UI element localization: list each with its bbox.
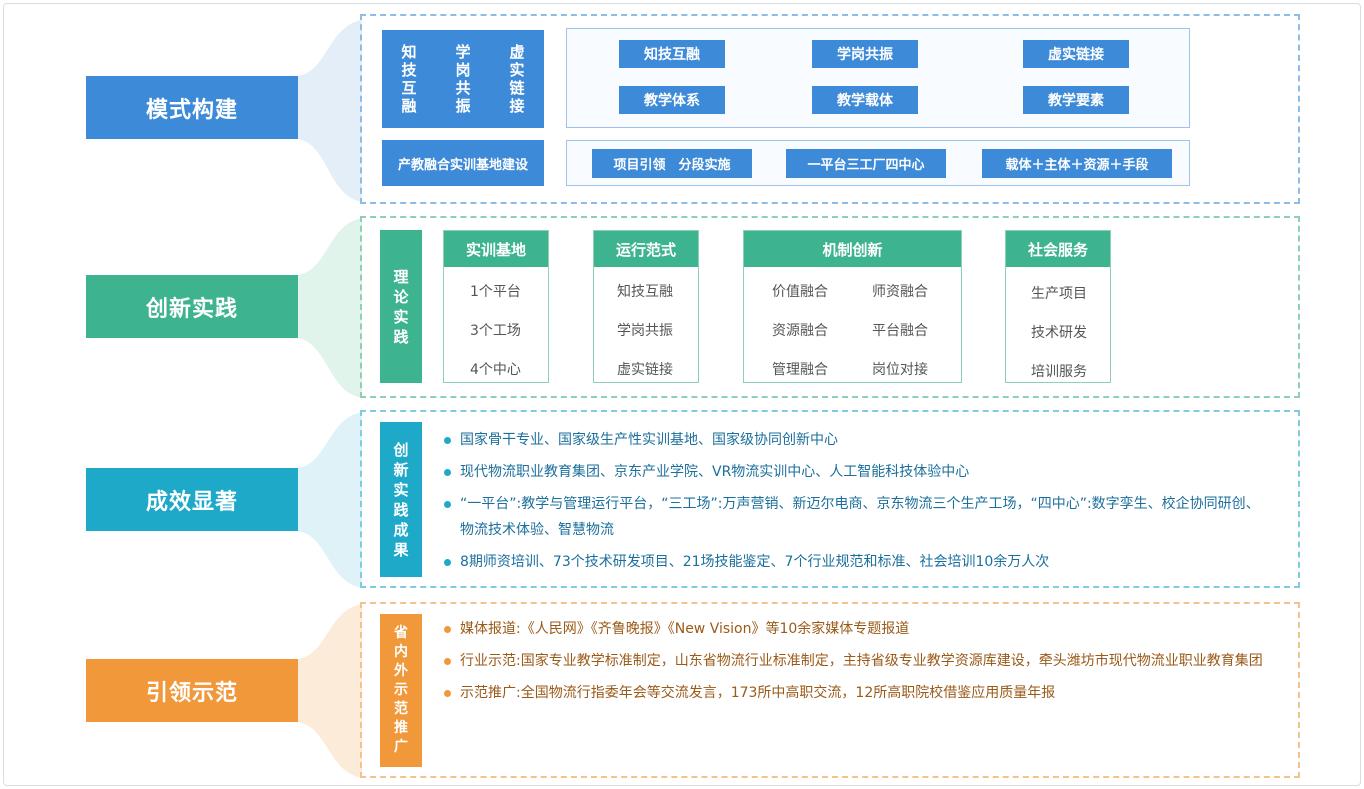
row-label-lead: 引领示范 xyxy=(86,659,298,722)
model-pill: 教学要素 xyxy=(1023,86,1129,114)
model-base-pill: 一平台三工厂四中心 xyxy=(786,149,946,178)
results-side-label: 创新实践成果 xyxy=(380,422,422,577)
connector-lead xyxy=(298,604,362,778)
model-vertical-col: 学岗共振 xyxy=(455,43,471,115)
section-results xyxy=(360,410,1300,588)
card-item: 培训服务 xyxy=(1031,364,1087,380)
model-base-pill: 载体＋主体＋资源＋手段 xyxy=(982,149,1172,178)
card-title: 机制创新 xyxy=(744,231,961,267)
card-operation-mode: 运行范式 知技互融 学岗共振 虚实链接 xyxy=(593,230,699,383)
results-bullet: “一平台”:教学与管理运行平台，“三工场”:万声营销、新迈尔电商、京东物流三个生… xyxy=(442,491,1262,543)
lead-bullet: 媒体报道:《人民网》《齐鲁晚报》《New Vision》等10余家媒体专题报道 xyxy=(442,616,1272,642)
lead-bullet: 示范推广:全国物流行指委年会等交流发言，173所中高职交流，12所高职院校借鉴应… xyxy=(442,680,1272,706)
card-item: 4个中心 xyxy=(470,362,521,378)
connector-model xyxy=(298,20,362,202)
lead-bullet-list: 媒体报道:《人民网》《齐鲁晚报》《New Vision》等10余家媒体专题报道 … xyxy=(442,616,1272,706)
practice-side-label: 理论实践 xyxy=(380,230,422,383)
card-item: 资源融合 xyxy=(772,323,828,339)
card-item: 学岗共振 xyxy=(617,323,673,339)
card-item: 技术研发 xyxy=(1031,325,1087,341)
section-practice xyxy=(360,216,1300,398)
card-item: 生产项目 xyxy=(1031,286,1087,302)
results-bullet: 8期师资培训、73个技术研发项目、21场技能鉴定、7个行业规范和标准、社会培训1… xyxy=(442,549,1262,575)
connector-results xyxy=(298,412,362,588)
results-bullet: 现代物流职业教育集团、京东产业学院、VR物流实训中心、人工智能科技体验中心 xyxy=(442,459,1262,485)
results-bullet-list: 国家骨干专业、国家级生产性实训基地、国家级协同创新中心 现代物流职业教育集团、京… xyxy=(442,427,1262,575)
card-item: 管理融合 xyxy=(772,362,828,378)
card-item: 岗位对接 xyxy=(872,362,928,378)
card-item: 价值融合 xyxy=(772,284,828,300)
results-bullet: 国家骨干专业、国家级生产性实训基地、国家级协同创新中心 xyxy=(442,427,1262,453)
card-training-base: 实训基地 1个平台 3个工场 4个中心 xyxy=(443,230,549,383)
section-lead xyxy=(360,602,1300,778)
model-pill: 学岗共振 xyxy=(812,40,918,68)
card-item: 3个工场 xyxy=(470,323,521,339)
row-label-model: 模式构建 xyxy=(86,76,298,139)
row-label-results: 成效显著 xyxy=(86,468,298,531)
model-pill: 知技互融 xyxy=(619,40,725,68)
card-item: 虚实链接 xyxy=(617,362,673,378)
model-base-label: 产教融合实训基地建设 xyxy=(382,140,544,186)
card-title: 运行范式 xyxy=(594,231,698,267)
lead-side-label: 省内外示范推广 xyxy=(380,614,422,767)
model-pill: 教学体系 xyxy=(619,86,725,114)
row-label-practice: 创新实践 xyxy=(86,275,298,338)
model-pill: 虚实链接 xyxy=(1023,40,1129,68)
lead-bullet: 行业示范:国家专业教学标准制定，山东省物流行业标准制定，主持省级专业教学资源库建… xyxy=(442,648,1272,674)
card-item: 1个平台 xyxy=(470,284,521,300)
card-title: 社会服务 xyxy=(1006,231,1110,267)
connector-practice xyxy=(298,218,362,398)
model-vertical-col: 知技互融 xyxy=(401,43,417,115)
section-model xyxy=(360,14,1300,204)
model-vertical-block: 知技互融 学岗共振 虚实链接 xyxy=(382,30,544,128)
model-vertical-col: 虚实链接 xyxy=(509,43,525,115)
card-social-service: 社会服务 生产项目 技术研发 培训服务 xyxy=(1005,230,1111,383)
card-item: 师资融合 xyxy=(872,284,928,300)
model-base-pill: 项目引领 分段实施 xyxy=(592,149,752,178)
card-item: 知技互融 xyxy=(617,284,673,300)
card-title: 实训基地 xyxy=(444,231,548,267)
model-pill: 教学载体 xyxy=(812,86,918,114)
image-frame xyxy=(3,3,1361,786)
card-item: 平台融合 xyxy=(872,323,928,339)
card-mechanism-innovation: 机制创新 价值融合 师资融合 资源融合 平台融合 管理融合 岗位对接 xyxy=(743,230,962,383)
